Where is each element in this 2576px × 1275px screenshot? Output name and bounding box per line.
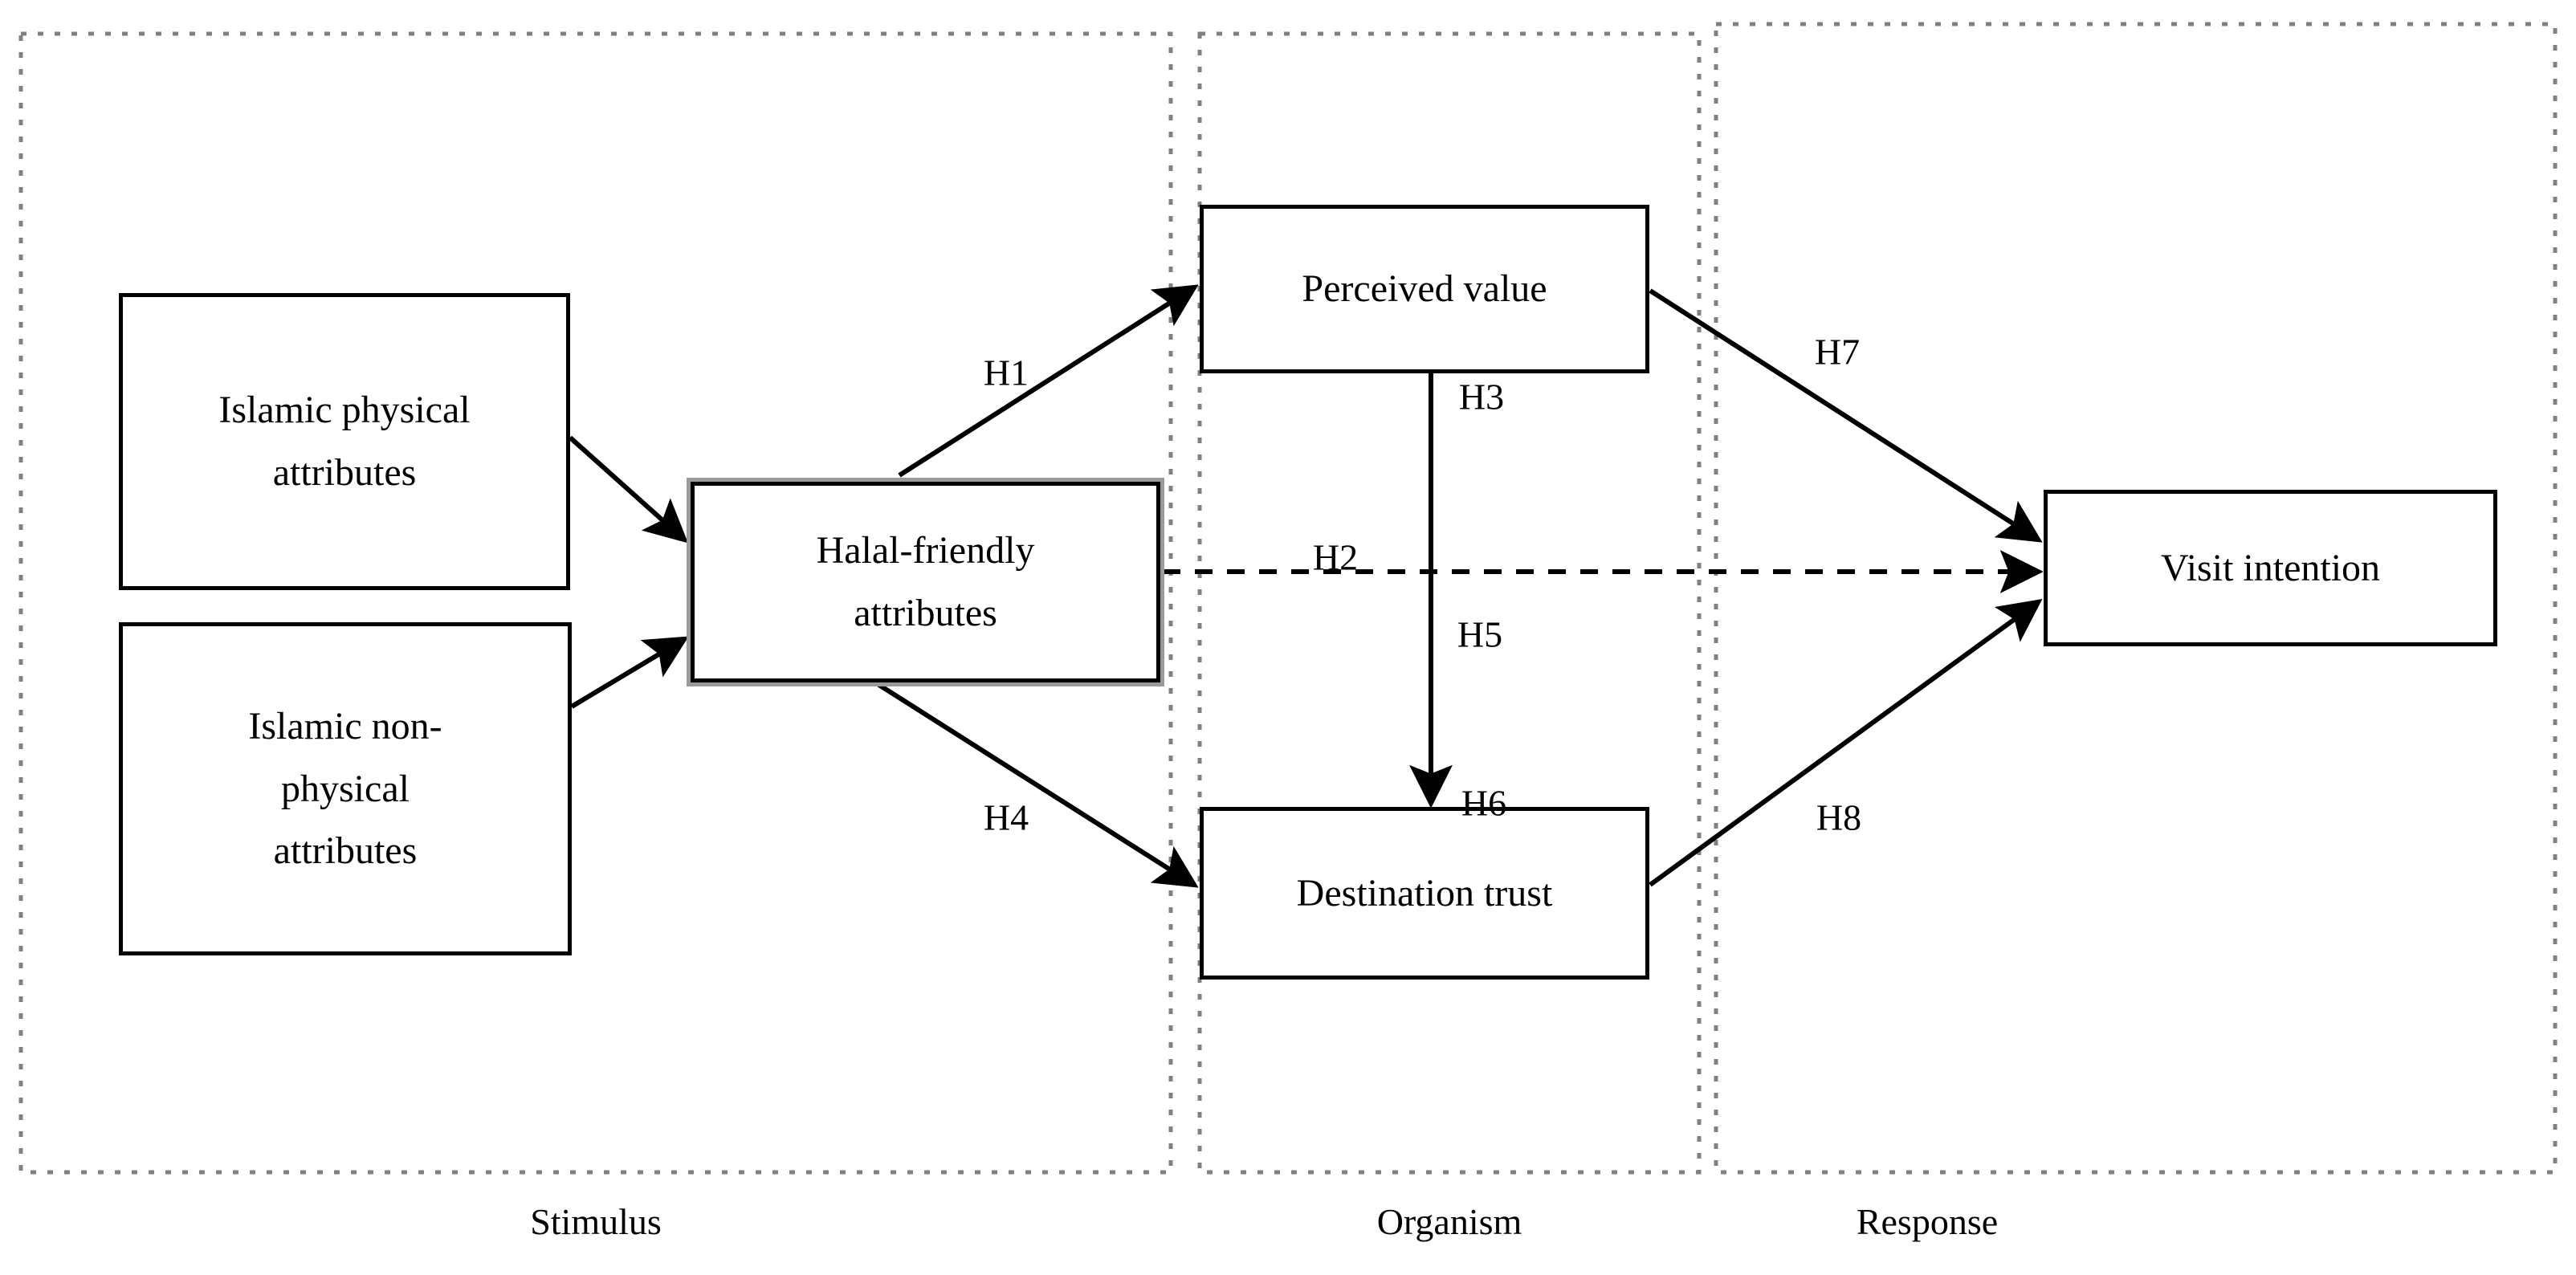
edge-label-h1: H1 (983, 352, 1029, 393)
edge-h4-halal-to-destination-trust (876, 682, 1199, 888)
edge-label-h2: H2 (1312, 536, 1359, 578)
panel-borders (18, 22, 2558, 1175)
node-destination-trust[interactable]: Destination trust (1200, 807, 1649, 980)
panel-label-stimulus: Stimulus (530, 1201, 662, 1242)
node-perceived-value[interactable]: Perceived value (1200, 205, 1649, 373)
edge-label-h5: H5 (1457, 613, 1503, 655)
edge-label-h7: H7 (1814, 331, 1861, 373)
edge-label-h4: H4 (983, 796, 1029, 838)
edge-label-h8: H8 (1816, 796, 1862, 838)
node-label-visit-intention: Visit intention (2160, 546, 2381, 589)
edge-h1-halal-to-perceived-value (898, 284, 1199, 478)
edge-islamic-non-physical-to-halal (570, 636, 689, 709)
edge-h7-perceived-value-to-visit-intention (1649, 288, 2043, 543)
edge-label-h3: H3 (1458, 376, 1505, 418)
edges-layer (569, 284, 2044, 888)
panel-label-organism: Organism (1376, 1201, 1522, 1242)
node-label-destination-trust: Destination trust (1296, 871, 1553, 914)
node-label-perceived-value: Perceived value (1302, 267, 1547, 311)
edge-label-h6: H6 (1461, 782, 1507, 824)
panel-label-response: Response (1856, 1201, 1999, 1242)
node-visit-intention[interactable]: Visit intention (2044, 490, 2497, 646)
edge-islamic-physical-to-halal (569, 435, 689, 544)
edge-h8-destination-trust-to-visit-intention (1649, 599, 2043, 887)
panel-border-stimulus (18, 31, 1173, 1175)
